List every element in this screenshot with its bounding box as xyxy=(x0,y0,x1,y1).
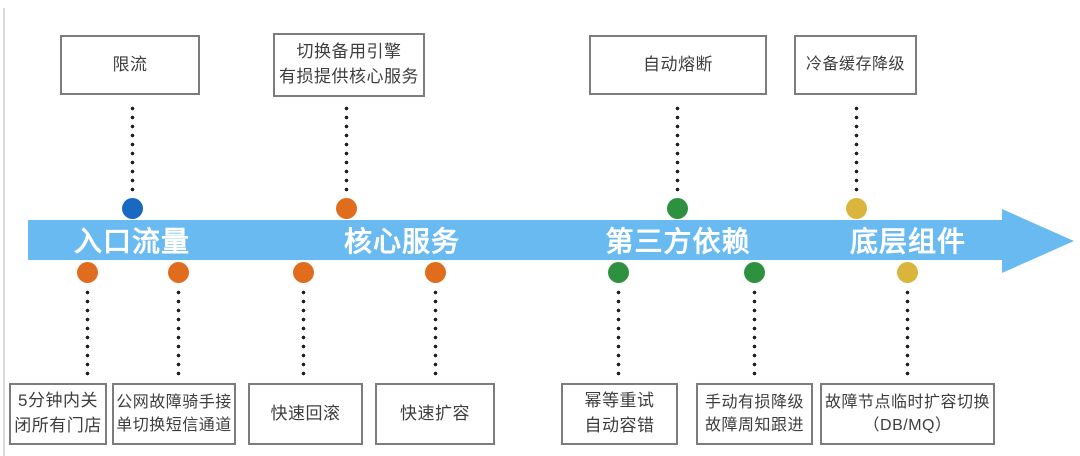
milestone-dot-green xyxy=(608,262,629,283)
box-label-line: 手动有损降级 xyxy=(704,393,804,411)
box-label-line: （DB/MQ） xyxy=(863,417,952,434)
bottom-box-idempotent-retry: 幂等重试 自动容错 xyxy=(561,383,678,445)
box-label-line: 切换备用引擎 xyxy=(296,42,402,62)
bottom-box-sms-channel-switch: 公网故障骑手接 单切换短信通道 xyxy=(112,383,236,445)
box-label-line: 有损提供核心服务 xyxy=(279,67,419,86)
axis-label-third-party-deps: 第三方依赖 xyxy=(605,226,751,257)
bottom-box-node-scale-switch: 故障节点临时扩容切换 （DB/MQ） xyxy=(820,383,995,445)
connector-dotted xyxy=(344,104,349,192)
box-label-line: 公网故障骑手接 xyxy=(116,393,232,411)
box-label-line: 单切换短信通道 xyxy=(116,417,232,434)
connector-dotted xyxy=(85,288,90,380)
milestone-dot-orange xyxy=(168,262,189,283)
box-label: 冷备缓存降级 xyxy=(805,56,905,74)
milestone-dot-yellow xyxy=(897,262,918,283)
milestone-dot-orange xyxy=(336,198,357,219)
connector-dotted xyxy=(301,288,306,380)
connector-dotted xyxy=(905,288,910,380)
milestone-dot-yellow xyxy=(846,198,867,219)
milestone-dot-green xyxy=(667,198,688,219)
bottom-box-manual-degrade: 手动有损降级 故障周知跟进 xyxy=(696,383,813,445)
connector-dotted xyxy=(752,288,757,380)
box-label-line: 幂等重试 xyxy=(584,391,655,411)
box-label-line: 故障节点临时扩容切换 xyxy=(824,393,990,411)
box-label: 快速扩容 xyxy=(400,403,470,423)
timeline-arrow-band xyxy=(28,220,1003,260)
box-label-line: 5分钟内关 xyxy=(18,391,98,411)
axis-label-core-services: 核心服务 xyxy=(343,226,461,257)
connector-dotted xyxy=(130,104,135,192)
box-label: 限流 xyxy=(112,54,148,74)
milestone-dot-blue xyxy=(122,198,143,219)
box-label: 自动熔断 xyxy=(643,54,713,74)
box-label-line: 故障周知跟进 xyxy=(704,417,804,434)
connector-dotted xyxy=(433,288,438,380)
milestone-dot-orange xyxy=(293,262,314,283)
box-label: 快速回滚 xyxy=(270,403,341,423)
bottom-box-fast-rollback: 快速回滚 xyxy=(248,383,363,445)
connector-dotted xyxy=(854,104,859,192)
top-box-rate-limit: 限流 xyxy=(60,35,200,95)
box-label-line: 闭所有门店 xyxy=(14,416,102,435)
axis-label-entry-traffic: 入口流量 xyxy=(73,226,191,257)
top-box-auto-circuit-break: 自动熔断 xyxy=(589,35,767,95)
top-box-backup-engine: 切换备用引擎 有损提供核心服务 xyxy=(273,33,425,97)
bottom-box-close-stores: 5分钟内关 闭所有门店 xyxy=(9,383,107,445)
milestone-dot-orange xyxy=(77,262,98,283)
milestone-dot-green xyxy=(744,262,765,283)
milestone-dot-orange xyxy=(425,262,446,283)
connector-dotted xyxy=(176,288,181,380)
left-edge-divider xyxy=(3,8,5,456)
top-box-cold-cache-degrade: 冷备缓存降级 xyxy=(794,35,917,95)
connector-dotted xyxy=(616,288,621,380)
connector-dotted xyxy=(675,104,680,192)
box-label-line: 自动容错 xyxy=(584,416,655,435)
timeline-arrow-head-icon xyxy=(1002,209,1074,273)
axis-label-infra-components: 底层组件 xyxy=(849,226,967,257)
bottom-box-fast-scale-out: 快速扩容 xyxy=(375,383,495,445)
